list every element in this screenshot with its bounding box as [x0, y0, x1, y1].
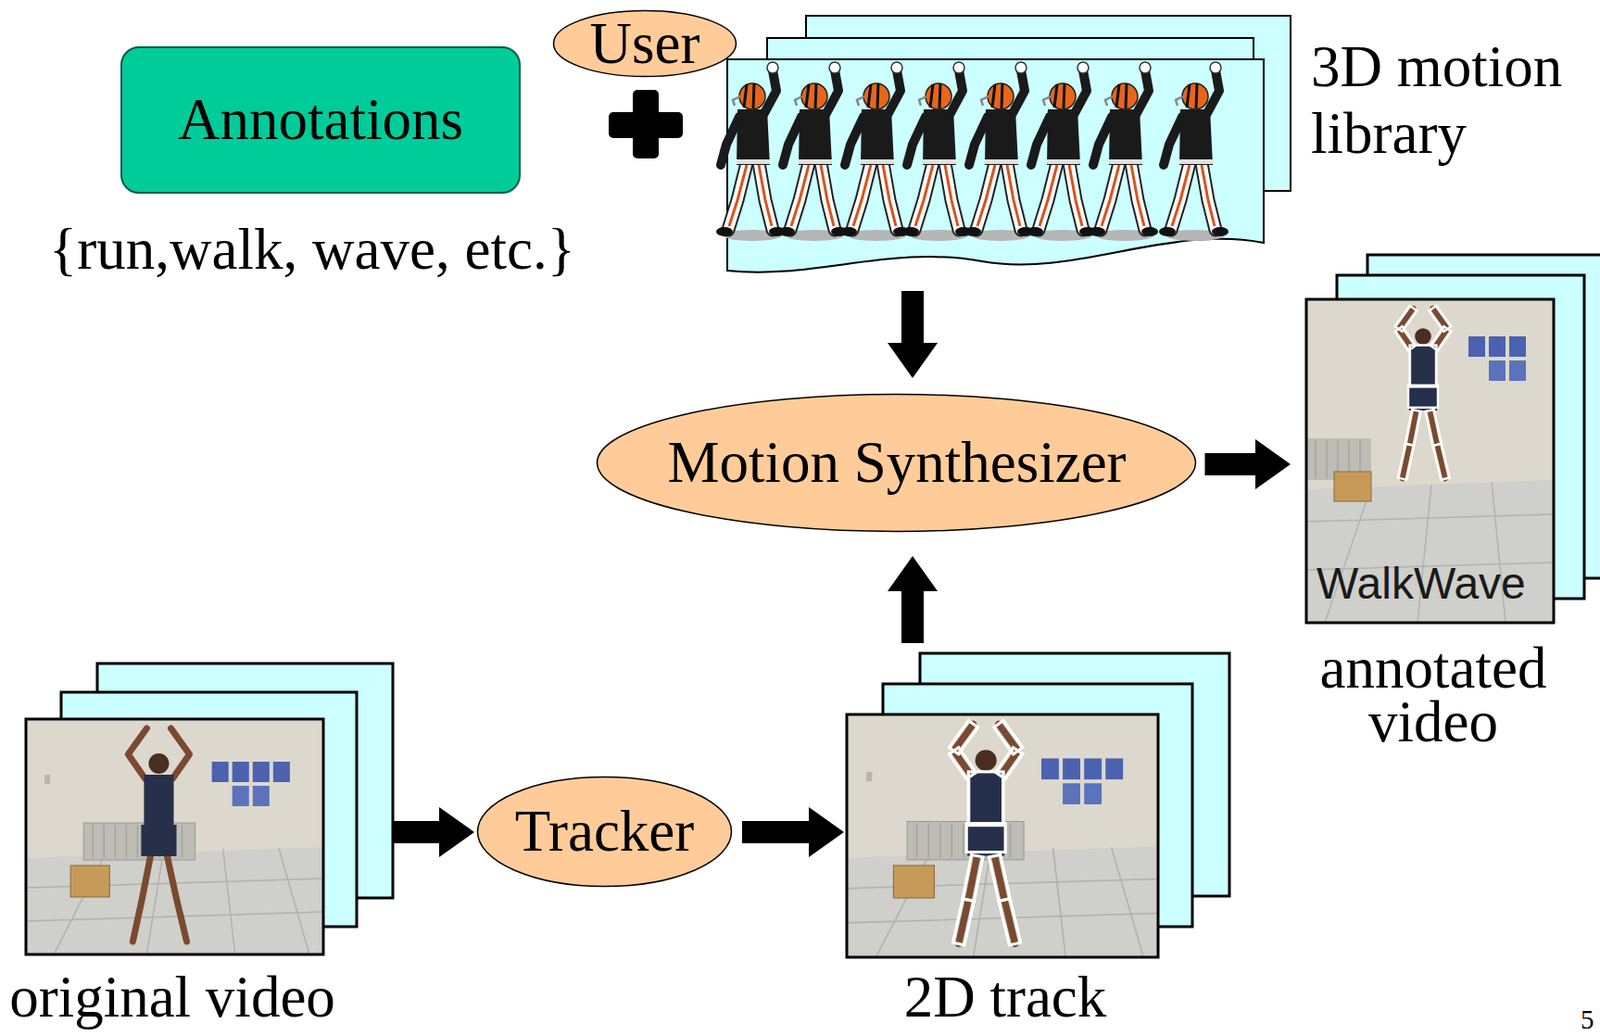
user-ellipse: User	[552, 9, 738, 78]
node-label: User	[590, 14, 701, 74]
original-video-frames	[25, 663, 393, 955]
block-arrow	[1205, 439, 1292, 490]
block-arrow	[887, 555, 938, 643]
annotation-list: {run,walk, wave, etc.}	[49, 220, 576, 279]
original-video: original video	[25, 663, 393, 955]
track-2d: 2D track	[846, 653, 1230, 958]
frame-label: 3D motion library	[1310, 33, 1589, 167]
motion-library-frames	[716, 15, 1291, 273]
block-arrow	[392, 806, 475, 857]
motion-library: 3D motion library	[727, 15, 1292, 281]
page-number: 5	[1580, 1006, 1595, 1034]
annotated-video: WalkWaveannotated video	[1306, 254, 1600, 623]
annotation-box: Annotations	[120, 46, 521, 194]
frame-label: annotated video	[1303, 641, 1563, 749]
block-arrow	[887, 290, 938, 378]
annotated-video-frames	[1306, 254, 1600, 623]
frame-label: 2D track	[904, 968, 1108, 1027]
frame-label: original video	[9, 968, 336, 1027]
tracker-ellipse: Tracker	[476, 775, 733, 888]
node-label: Annotations	[177, 90, 464, 150]
synthesizer-ellipse: Motion Synthesizer	[595, 392, 1197, 533]
node-label: Motion Synthesizer	[667, 433, 1126, 492]
plus-sign	[608, 89, 683, 159]
track-frames	[846, 653, 1230, 958]
overlay-label: WalkWave	[1316, 561, 1526, 606]
node-label: Tracker	[515, 802, 695, 861]
block-arrow	[742, 806, 845, 857]
